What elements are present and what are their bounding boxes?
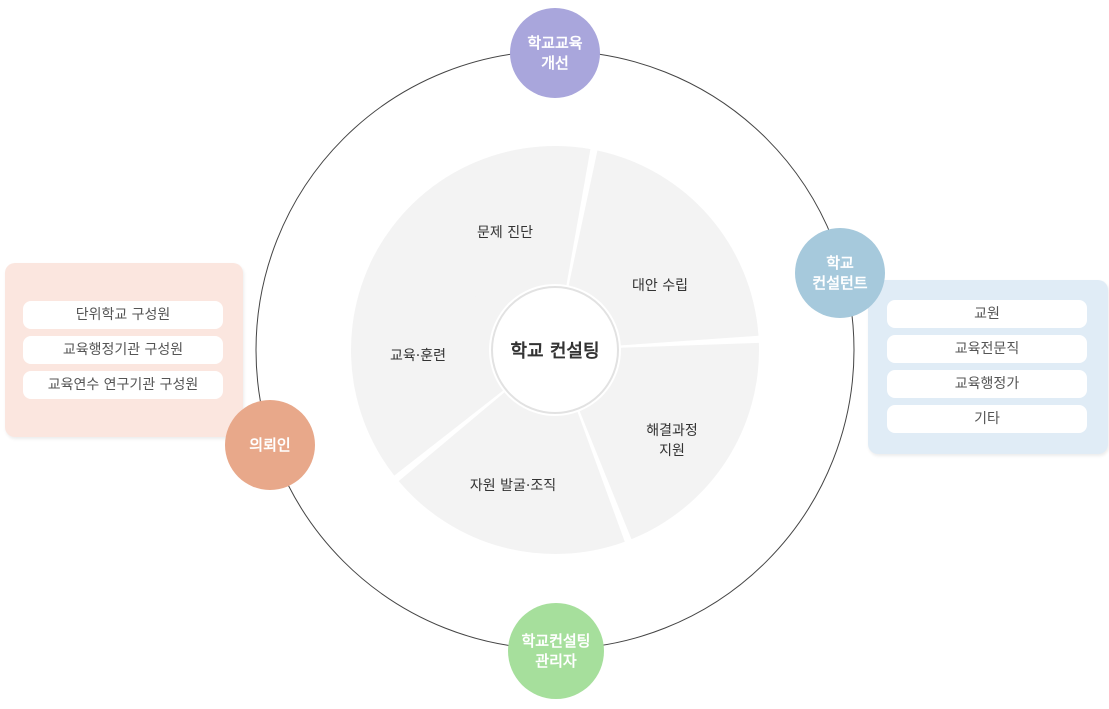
client-panel: 단위학교 구성원 교육행정기관 구성원 교육연수 연구기관 구성원 — [5, 263, 243, 437]
consultant-item-other: 기타 — [887, 405, 1087, 433]
consultant-item-specialist: 교육전문직 — [887, 335, 1087, 363]
segment-alternative-plan-label: 대안 수립 — [632, 278, 688, 294]
consultant-item-administrator: 교육행정가 — [887, 370, 1087, 398]
center-label: 학교 컨설팅 — [510, 340, 599, 362]
client-item-school-member: 단위학교 구성원 — [23, 301, 223, 329]
segment-resource-organization — [398, 392, 625, 554]
segment-education-training-label: 교육·훈련 — [390, 348, 446, 364]
segment-education-training — [351, 235, 503, 476]
client-item-admin-member: 교육행정기관 구성원 — [23, 336, 223, 364]
node-consulting-manager: 학교컨설팅 관리자 — [508, 603, 604, 699]
segment-alternative-plan — [568, 150, 759, 346]
segment-resource-organization-label: 자원 발굴·조직 — [470, 478, 556, 494]
segment-solution-support — [579, 342, 759, 540]
consultant-panel: 교원 교육전문직 교육행정가 기타 — [868, 280, 1108, 454]
segment-problem-diagnosis-label: 문제 진단 — [477, 225, 533, 241]
node-school-consultant: 학교 컨설턴트 — [795, 228, 885, 318]
consultant-item-teacher: 교원 — [887, 300, 1087, 328]
node-client: 의뢰인 — [225, 400, 315, 490]
node-school-improvement: 학교교육 개선 — [510, 8, 600, 98]
center-circle — [491, 286, 619, 414]
client-item-research-member: 교육연수 연구기관 구성원 — [23, 371, 223, 399]
